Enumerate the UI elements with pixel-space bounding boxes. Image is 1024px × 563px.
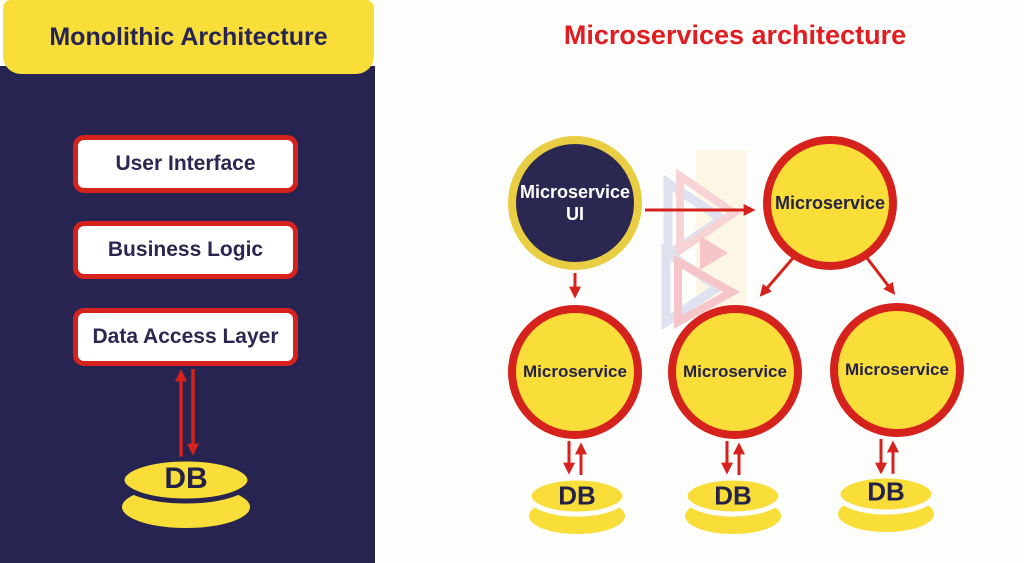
microservice-node-1: Microservice — [508, 305, 642, 439]
microservices-title: Microservices architecture — [563, 20, 907, 50]
arrow-node-to-node-right — [865, 257, 896, 295]
arrow-node-to-node-left — [759, 257, 795, 297]
microservice-node-label: Microservice — [683, 362, 787, 382]
microservice-node-label: Microservice — [523, 362, 627, 382]
microservice-node-top: Microservice — [763, 136, 897, 270]
microservice-ui-node: Microservice UI — [508, 136, 642, 270]
microservice-ui-label-line1: Microservice — [519, 181, 631, 202]
monolith-db-label: DB — [164, 462, 208, 495]
microservice-db-cylinder-2 — [682, 475, 784, 534]
layer-label: Business Logic — [107, 238, 264, 261]
monolith-db-arrows — [175, 369, 199, 459]
microservices-arrows — [563, 204, 899, 475]
layer-box-business-logic: Business Logic — [73, 221, 298, 279]
monolith-db-cylinder — [119, 456, 253, 528]
layer-box-user-interface: User Interface — [73, 135, 298, 193]
microservice-node-3: Microservice — [830, 303, 964, 437]
microservice-db-cylinder-1 — [526, 475, 628, 534]
microservice-ui-label-line2: UI — [566, 204, 584, 224]
microservice-db-cylinder-3 — [835, 473, 937, 532]
db-label-1: DB — [558, 480, 596, 511]
microservice-node-label: Microservice — [845, 360, 949, 380]
layer-label: User Interface — [115, 152, 256, 175]
db-label-3: DB — [867, 476, 905, 507]
microservice-node-label: Microservice — [774, 192, 886, 213]
monolith-title: Monolithic Architecture — [3, 0, 374, 74]
db-label-2: DB — [714, 480, 752, 511]
layer-label: Data Access Layer — [92, 325, 279, 348]
layer-box-data-access-layer: Data Access Layer — [73, 308, 298, 366]
microservice-node-2: Microservice — [668, 305, 802, 439]
